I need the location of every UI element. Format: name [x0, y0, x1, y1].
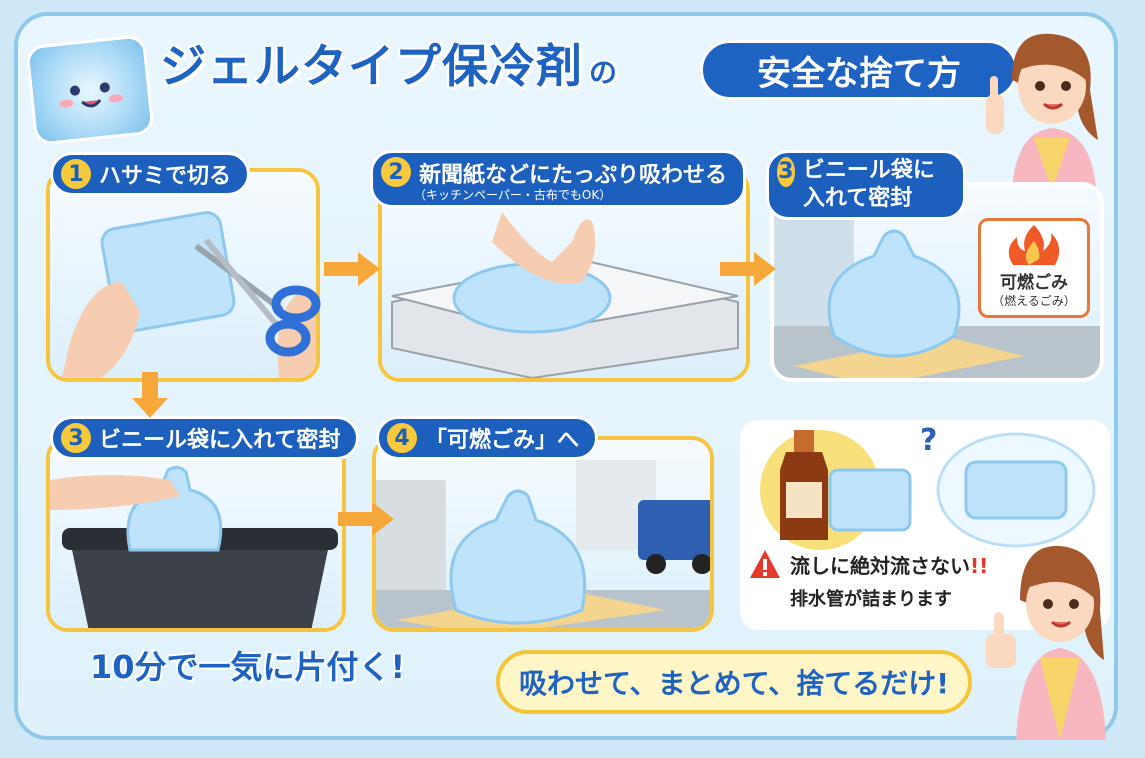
ice-pack-mascot-icon [25, 34, 155, 146]
flame-icon [1008, 225, 1060, 265]
step-illustration [376, 440, 710, 628]
step-card-cut [46, 168, 320, 382]
bottom-left-slogan: 10分で一気に片付く! [90, 648, 406, 686]
step-2-label: 2 新聞紙などにたっぷり吸わせる [370, 150, 747, 208]
arrow-down-icon [132, 372, 168, 418]
woman-pointing-illustration [972, 20, 1112, 190]
woman-thumbs-up-illustration [980, 530, 1120, 740]
step-text: ビニール袋に入れて密封 [99, 428, 341, 453]
step-number: 3 [61, 423, 91, 453]
step-text: 「可燃ごみ」へ [425, 428, 580, 453]
arrow-right-icon [720, 252, 776, 286]
step-card-burnable [372, 436, 714, 632]
step-4-label: 4 「可燃ごみ」へ [376, 416, 599, 460]
page-subtitle: 安全な捨て方 [700, 40, 1018, 100]
step-number: 3 [777, 157, 795, 187]
step-text: 新聞紙などにたっぷり吸わせる [419, 163, 728, 188]
page-title: ジェルタイプ保冷剤の [160, 39, 619, 93]
step-number: 4 [387, 423, 417, 453]
step-text: ビニール袋に入れて密封 [802, 158, 935, 211]
bottom-main-slogan: 吸わせて、まとめて、捨てるだけ! [496, 650, 972, 714]
trash-bin-icon [50, 465, 338, 628]
step-2-note: （キッチンペーパー・古布でもOK） [414, 188, 612, 202]
arrow-right-icon [338, 502, 394, 536]
newspaper-icon [391, 212, 739, 378]
step-1-label: 1 ハサミで切る [50, 152, 251, 196]
garbage-bag-icon [376, 460, 710, 628]
warning-text-sub: 排水管が詰まります [790, 589, 952, 610]
step-3-bottom-label: 3 ビニール袋に入れて密封 [50, 416, 360, 460]
warning-text-main: 流しに絶対流さない!! [790, 554, 989, 578]
step-illustration [50, 440, 342, 628]
warning-icon [748, 548, 782, 580]
step-text: ハサミで切る [99, 164, 232, 189]
scissors-icon [192, 238, 324, 358]
bottle-icon [780, 430, 828, 540]
step-3-top-label: 3 ビニール袋に入れて密封 [766, 150, 966, 220]
burnable-badge [978, 218, 1090, 318]
burnable-label: 可燃ごみ [1000, 273, 1068, 293]
arrow-right-icon [324, 252, 380, 286]
plastic-bag-icon [774, 206, 1100, 378]
step-number: 2 [381, 157, 411, 187]
burnable-sublabel: （燃えるごみ） [992, 294, 1076, 308]
step-number: 1 [61, 159, 91, 189]
step-card-seal-bottom [46, 436, 346, 632]
question-icon: ? [920, 423, 937, 458]
